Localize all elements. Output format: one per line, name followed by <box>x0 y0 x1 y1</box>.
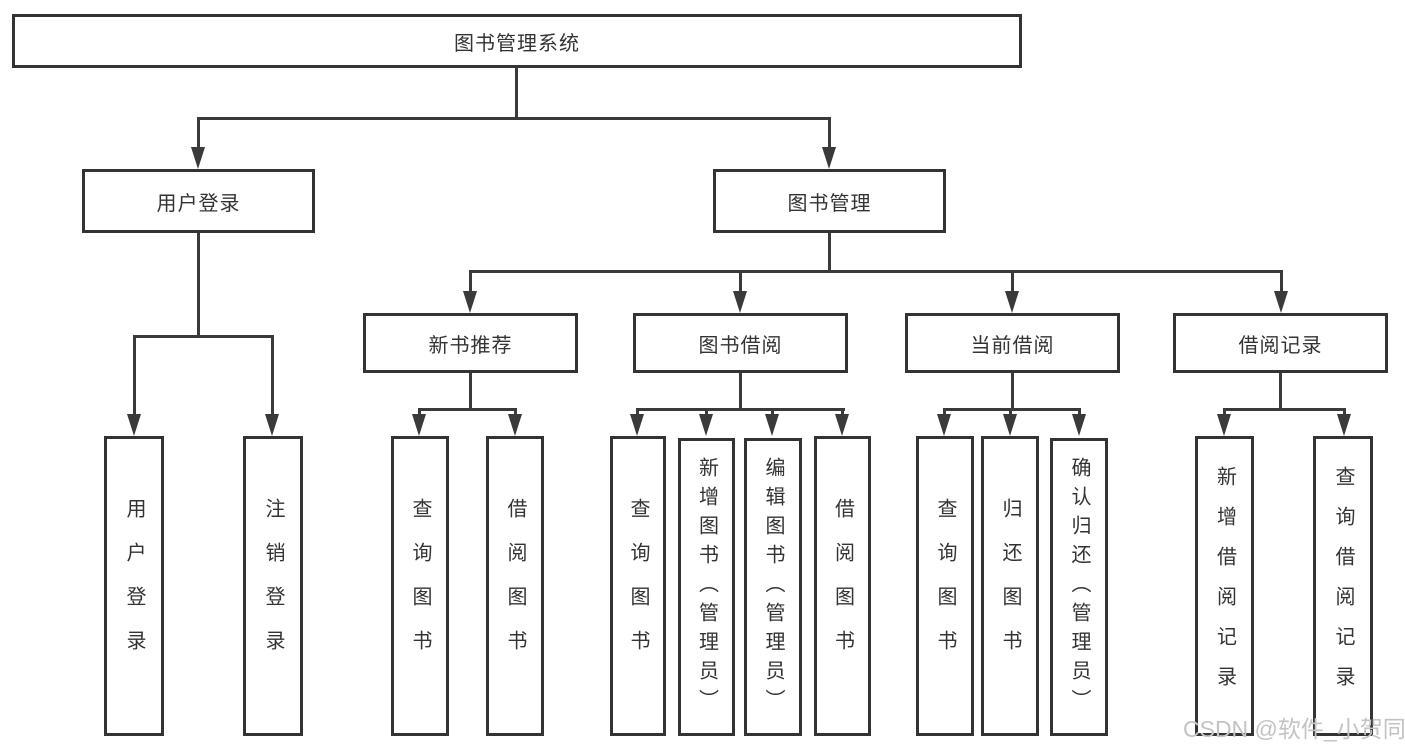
connector-line <box>841 408 844 416</box>
arrow-down-icon <box>822 147 836 169</box>
arrow-down-icon <box>1337 414 1351 436</box>
connector-line <box>828 233 831 271</box>
arrow-down-icon <box>265 414 279 436</box>
connector-line <box>271 335 274 415</box>
connector-line <box>1009 408 1012 416</box>
leaf-query-books-current: 查询图书 <box>916 436 974 736</box>
connector-line <box>828 117 831 150</box>
leaf-borrow-books-recommend: 借阅图书 <box>486 436 544 736</box>
leaf-query-books-borrowing: 查询图书 <box>610 436 666 736</box>
connector-line <box>469 270 1283 273</box>
connector-line <box>469 373 472 410</box>
connector-line <box>1011 270 1014 292</box>
connector-line <box>636 408 845 411</box>
leaf-user-login: 用户登录 <box>104 436 164 736</box>
connector-line <box>705 408 708 416</box>
connector-line <box>771 408 774 416</box>
arrow-down-icon <box>1072 414 1086 436</box>
arrow-down-icon <box>191 147 205 169</box>
arrow-down-icon <box>733 291 747 313</box>
arrow-down-icon <box>508 414 522 436</box>
arrow-down-icon <box>699 414 713 436</box>
connector-line <box>133 335 274 338</box>
connector-line <box>943 408 1081 411</box>
arrow-down-icon <box>1217 414 1231 436</box>
leaf-return-books: 归还图书 <box>981 436 1039 736</box>
node-borrowing-records: 借阅记录 <box>1173 313 1388 373</box>
leaf-query-books-recommend: 查询图书 <box>391 436 449 736</box>
arrow-down-icon <box>127 414 141 436</box>
leaf-confirm-return-admin: 确认归还（管理员） <box>1050 438 1108 736</box>
connector-line <box>515 68 518 118</box>
connector-line <box>1011 373 1014 408</box>
arrow-down-icon <box>835 414 849 436</box>
connector-line <box>739 373 742 408</box>
connector-line <box>739 270 742 292</box>
connector-line <box>1343 408 1346 416</box>
leaf-add-books-admin: 新增图书（管理员） <box>678 438 735 736</box>
node-new-book-recommendation: 新书推荐 <box>363 313 578 373</box>
arrow-down-icon <box>1003 414 1017 436</box>
leaf-borrow-books: 借阅图书 <box>814 436 871 736</box>
node-current-borrowing: 当前借阅 <box>905 313 1120 373</box>
connector-line <box>197 117 831 120</box>
arrow-down-icon <box>765 414 779 436</box>
connector-line <box>1279 373 1282 408</box>
connector-line <box>418 408 421 416</box>
leaf-add-borrow-record: 新增借阅记录 <box>1195 436 1254 736</box>
connector-line <box>1223 408 1346 411</box>
leaf-logout: 注销登录 <box>243 436 303 736</box>
node-book-borrowing: 图书借阅 <box>633 313 848 373</box>
connector-line <box>1223 408 1226 416</box>
connector-line <box>133 335 136 415</box>
connector-line <box>197 233 200 336</box>
leaf-query-borrow-record: 查询借阅记录 <box>1313 436 1373 736</box>
connector-line <box>943 408 946 416</box>
connector-line <box>469 270 472 292</box>
arrow-down-icon <box>463 291 477 313</box>
connector-line <box>1078 408 1081 416</box>
arrow-down-icon <box>1005 291 1019 313</box>
node-user-login: 用户登录 <box>82 169 315 233</box>
arrow-down-icon <box>937 414 951 436</box>
connector-line <box>1280 270 1283 292</box>
arrow-down-icon <box>412 414 426 436</box>
connector-line <box>418 408 517 411</box>
leaf-edit-books-admin: 编辑图书（管理员） <box>744 438 802 736</box>
arrow-down-icon <box>1274 291 1288 313</box>
connector-line <box>636 408 639 416</box>
arrow-down-icon <box>630 414 644 436</box>
connector-line <box>197 117 200 150</box>
csdn-watermark: CSDN @软件_小贺同学 <box>1183 716 1405 742</box>
node-root: 图书管理系统 <box>12 14 1022 68</box>
node-book-management: 图书管理 <box>713 169 946 233</box>
connector-line <box>514 408 517 416</box>
